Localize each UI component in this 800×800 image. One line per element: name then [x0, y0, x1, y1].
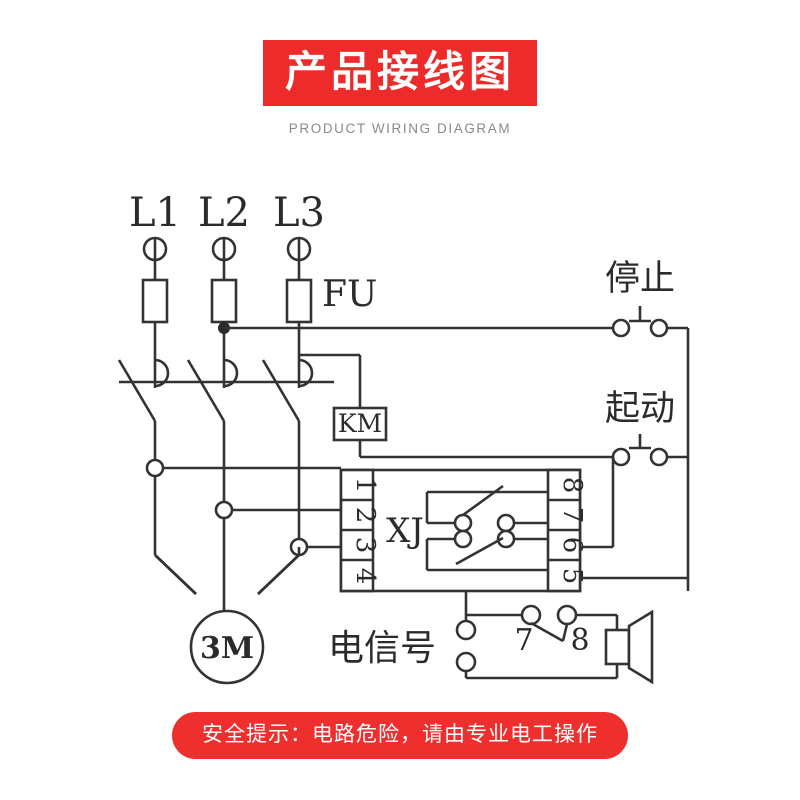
phase-label-l3: L3 — [273, 190, 325, 236]
stop-contact-left — [611, 318, 631, 338]
signal-terminal-8: 8 — [570, 623, 589, 658]
signal-circuit: 7 8 — [455, 604, 654, 685]
start-button-label: 起动 — [605, 389, 675, 429]
motor-label: 3M — [200, 631, 254, 666]
page-header: 产品接线图 PRODUCT WIRING DIAGRAM — [0, 0, 800, 136]
xj-terminal-7: 7 — [557, 507, 587, 524]
xj-blade-upper — [462, 484, 504, 517]
signal-terminal-7: 7 — [514, 623, 533, 658]
motor-circle — [189, 609, 265, 685]
km-coil: KM — [332, 406, 388, 442]
signal-label: 电信号 — [328, 628, 436, 669]
xj-contact-upper — [425, 484, 548, 533]
signal-contact-7 — [520, 604, 542, 626]
phase-label-l1: L1 — [129, 190, 181, 236]
stop-button-label: 停止 — [605, 259, 675, 299]
signal-input-terminal-bottom — [455, 651, 477, 673]
node-l1 — [145, 458, 165, 478]
km-coil-label: KM — [338, 409, 382, 438]
contact-hook-l2 — [223, 358, 239, 388]
contact-blade-l2 — [186, 359, 226, 422]
xj-terminal-8: 8 — [557, 477, 587, 494]
stop-button[interactable]: 停止 — [605, 259, 688, 338]
motor: 3M — [154, 554, 300, 685]
start-contact-left — [611, 447, 631, 467]
contact-hook-l3 — [298, 358, 314, 388]
safety-notice-banner: 安全提示：电路危险，请由专业电工操作 — [172, 712, 628, 759]
page-title: 产品接线图 — [262, 40, 537, 106]
xj-terminal-3: 3 — [350, 537, 380, 554]
xj-terminal-2: 2 — [350, 507, 380, 524]
fuse-body-l2 — [210, 278, 238, 324]
start-button[interactable]: 起动 — [605, 389, 688, 467]
signal-blade — [561, 623, 569, 642]
signal-contact-8 — [556, 604, 578, 626]
xj-relay: 1 2 3 4 8 7 6 5 XJ — [339, 468, 587, 593]
signal-input-terminal-top — [455, 619, 477, 641]
page-footer: 安全提示：电路危险，请由专业电工操作 — [0, 712, 800, 759]
xj-blade-lower — [455, 536, 504, 566]
phase-line-l2 — [186, 236, 239, 600]
fuse-label: FU — [322, 274, 377, 315]
fuse-body-l1 — [141, 278, 169, 324]
stop-contact-right — [649, 318, 669, 338]
contact-hook-l1 — [154, 358, 170, 388]
phase-line-l1 — [117, 236, 197, 595]
node-l2 — [214, 500, 234, 520]
xj-terminal-4: 4 — [350, 568, 380, 585]
start-contact-right — [649, 447, 669, 467]
xj-terminal-6: 6 — [557, 537, 587, 554]
contact-blade-l1 — [117, 359, 157, 422]
xj-relay-label: XJ — [386, 511, 424, 551]
xj-terminal-5: 5 — [557, 568, 587, 585]
phase-line-l3 — [257, 236, 314, 595]
circuit-diagram: L1 L2 L3 — [0, 160, 800, 705]
xj-terminal-1: 1 — [350, 477, 380, 494]
phase-label-l2: L2 — [198, 190, 250, 236]
speaker-icon — [604, 609, 654, 685]
contact-blade-l3 — [261, 359, 301, 422]
xj-contact-lower — [425, 529, 548, 572]
page-subtitle: PRODUCT WIRING DIAGRAM — [288, 121, 512, 136]
fuse-body-l3 — [285, 278, 313, 324]
